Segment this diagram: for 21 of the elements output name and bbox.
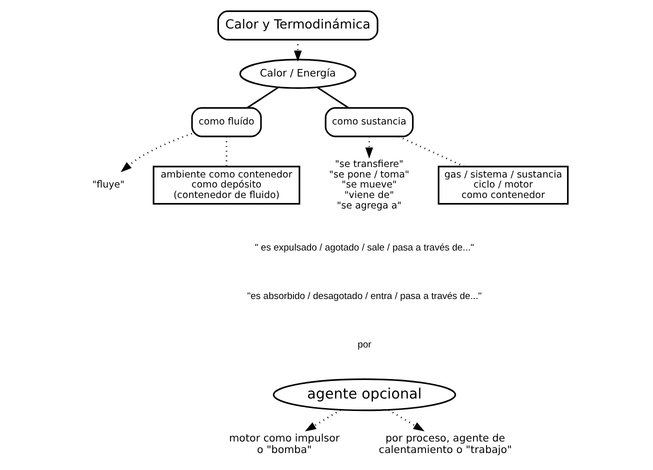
- node-text: "se transfiere" "se pone / toma" "se mueve" "viene de" "se agrega a": [328, 159, 409, 212]
- arrow: [120, 132, 192, 172]
- label: "es absorbido / desagotado / entra / pasa a través de...": [246, 291, 482, 302]
- node-box: ambiente como contenedor como depósito (contenedor de fluido): [152, 166, 300, 205]
- arrow: [388, 409, 424, 432]
- node-text: por proceso, agente de calentamiento o "trabajo": [378, 432, 512, 456]
- label: por: [357, 339, 371, 350]
- node-ellipse: agente opcional: [272, 378, 456, 412]
- node-box: Calor y Termodinámica: [216, 10, 378, 41]
- node-ellipse: Calor / Energía: [238, 58, 356, 89]
- node-box: gas / sistema / sustancia ciclo / motor como contenedor: [437, 166, 568, 205]
- node-text: "fluye": [92, 180, 124, 191]
- connector: [316, 86, 348, 108]
- arrow: [364, 136, 373, 159]
- node-box: como sustancia: [324, 107, 414, 138]
- connector: [398, 136, 464, 168]
- label: " es expulsado / agotado / sale / pasa a través de...": [254, 242, 474, 254]
- node-box: como fluído: [190, 107, 262, 138]
- node-text: motor como impulsor o "bomba": [228, 432, 340, 456]
- connector: [246, 86, 278, 108]
- arrow: [304, 409, 340, 432]
